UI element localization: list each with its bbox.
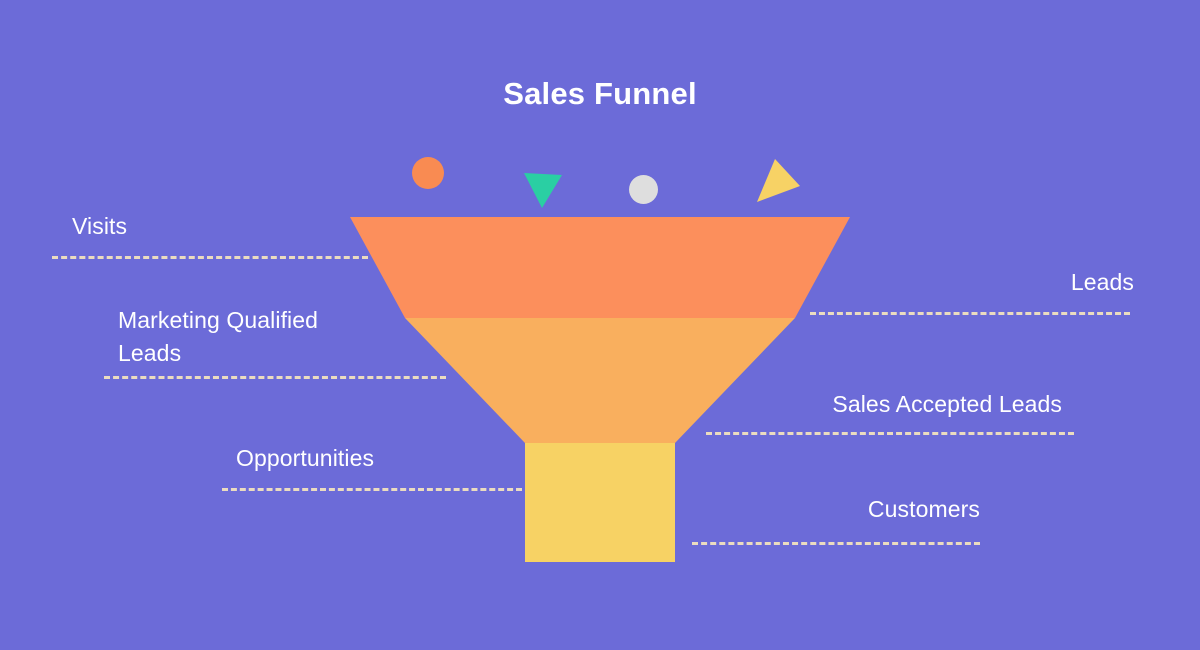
connector-marketing-qualified-leads xyxy=(104,376,446,379)
funnel-label-leads: Leads xyxy=(1070,269,1134,295)
connector-leads xyxy=(810,312,1130,315)
funnel-label-sales-accepted-leads: Sales Accepted Leads xyxy=(832,391,1062,417)
funnel-band-bottom xyxy=(525,443,675,562)
connector-visits xyxy=(52,256,368,259)
funnel-label-opportunities: Opportunities xyxy=(236,445,375,471)
page-title: Sales Funnel xyxy=(503,76,697,111)
funnel-label-visits: Visits xyxy=(72,213,128,239)
connector-opportunities xyxy=(222,488,522,491)
connector-customers xyxy=(692,542,980,545)
gray-circle-icon xyxy=(629,175,658,204)
yellow-triangle-right-icon xyxy=(757,159,800,202)
teal-triangle-down-icon xyxy=(524,173,562,208)
funnel-label-customers: Customers xyxy=(867,496,980,522)
orange-circle-icon xyxy=(412,157,444,189)
funnel-band-middle xyxy=(405,318,795,443)
connector-sales-accepted-leads xyxy=(706,432,1074,435)
funnel-label-marketing-qualified-leads: Marketing Qualified Leads xyxy=(118,307,319,366)
funnel-band-top xyxy=(350,217,850,318)
